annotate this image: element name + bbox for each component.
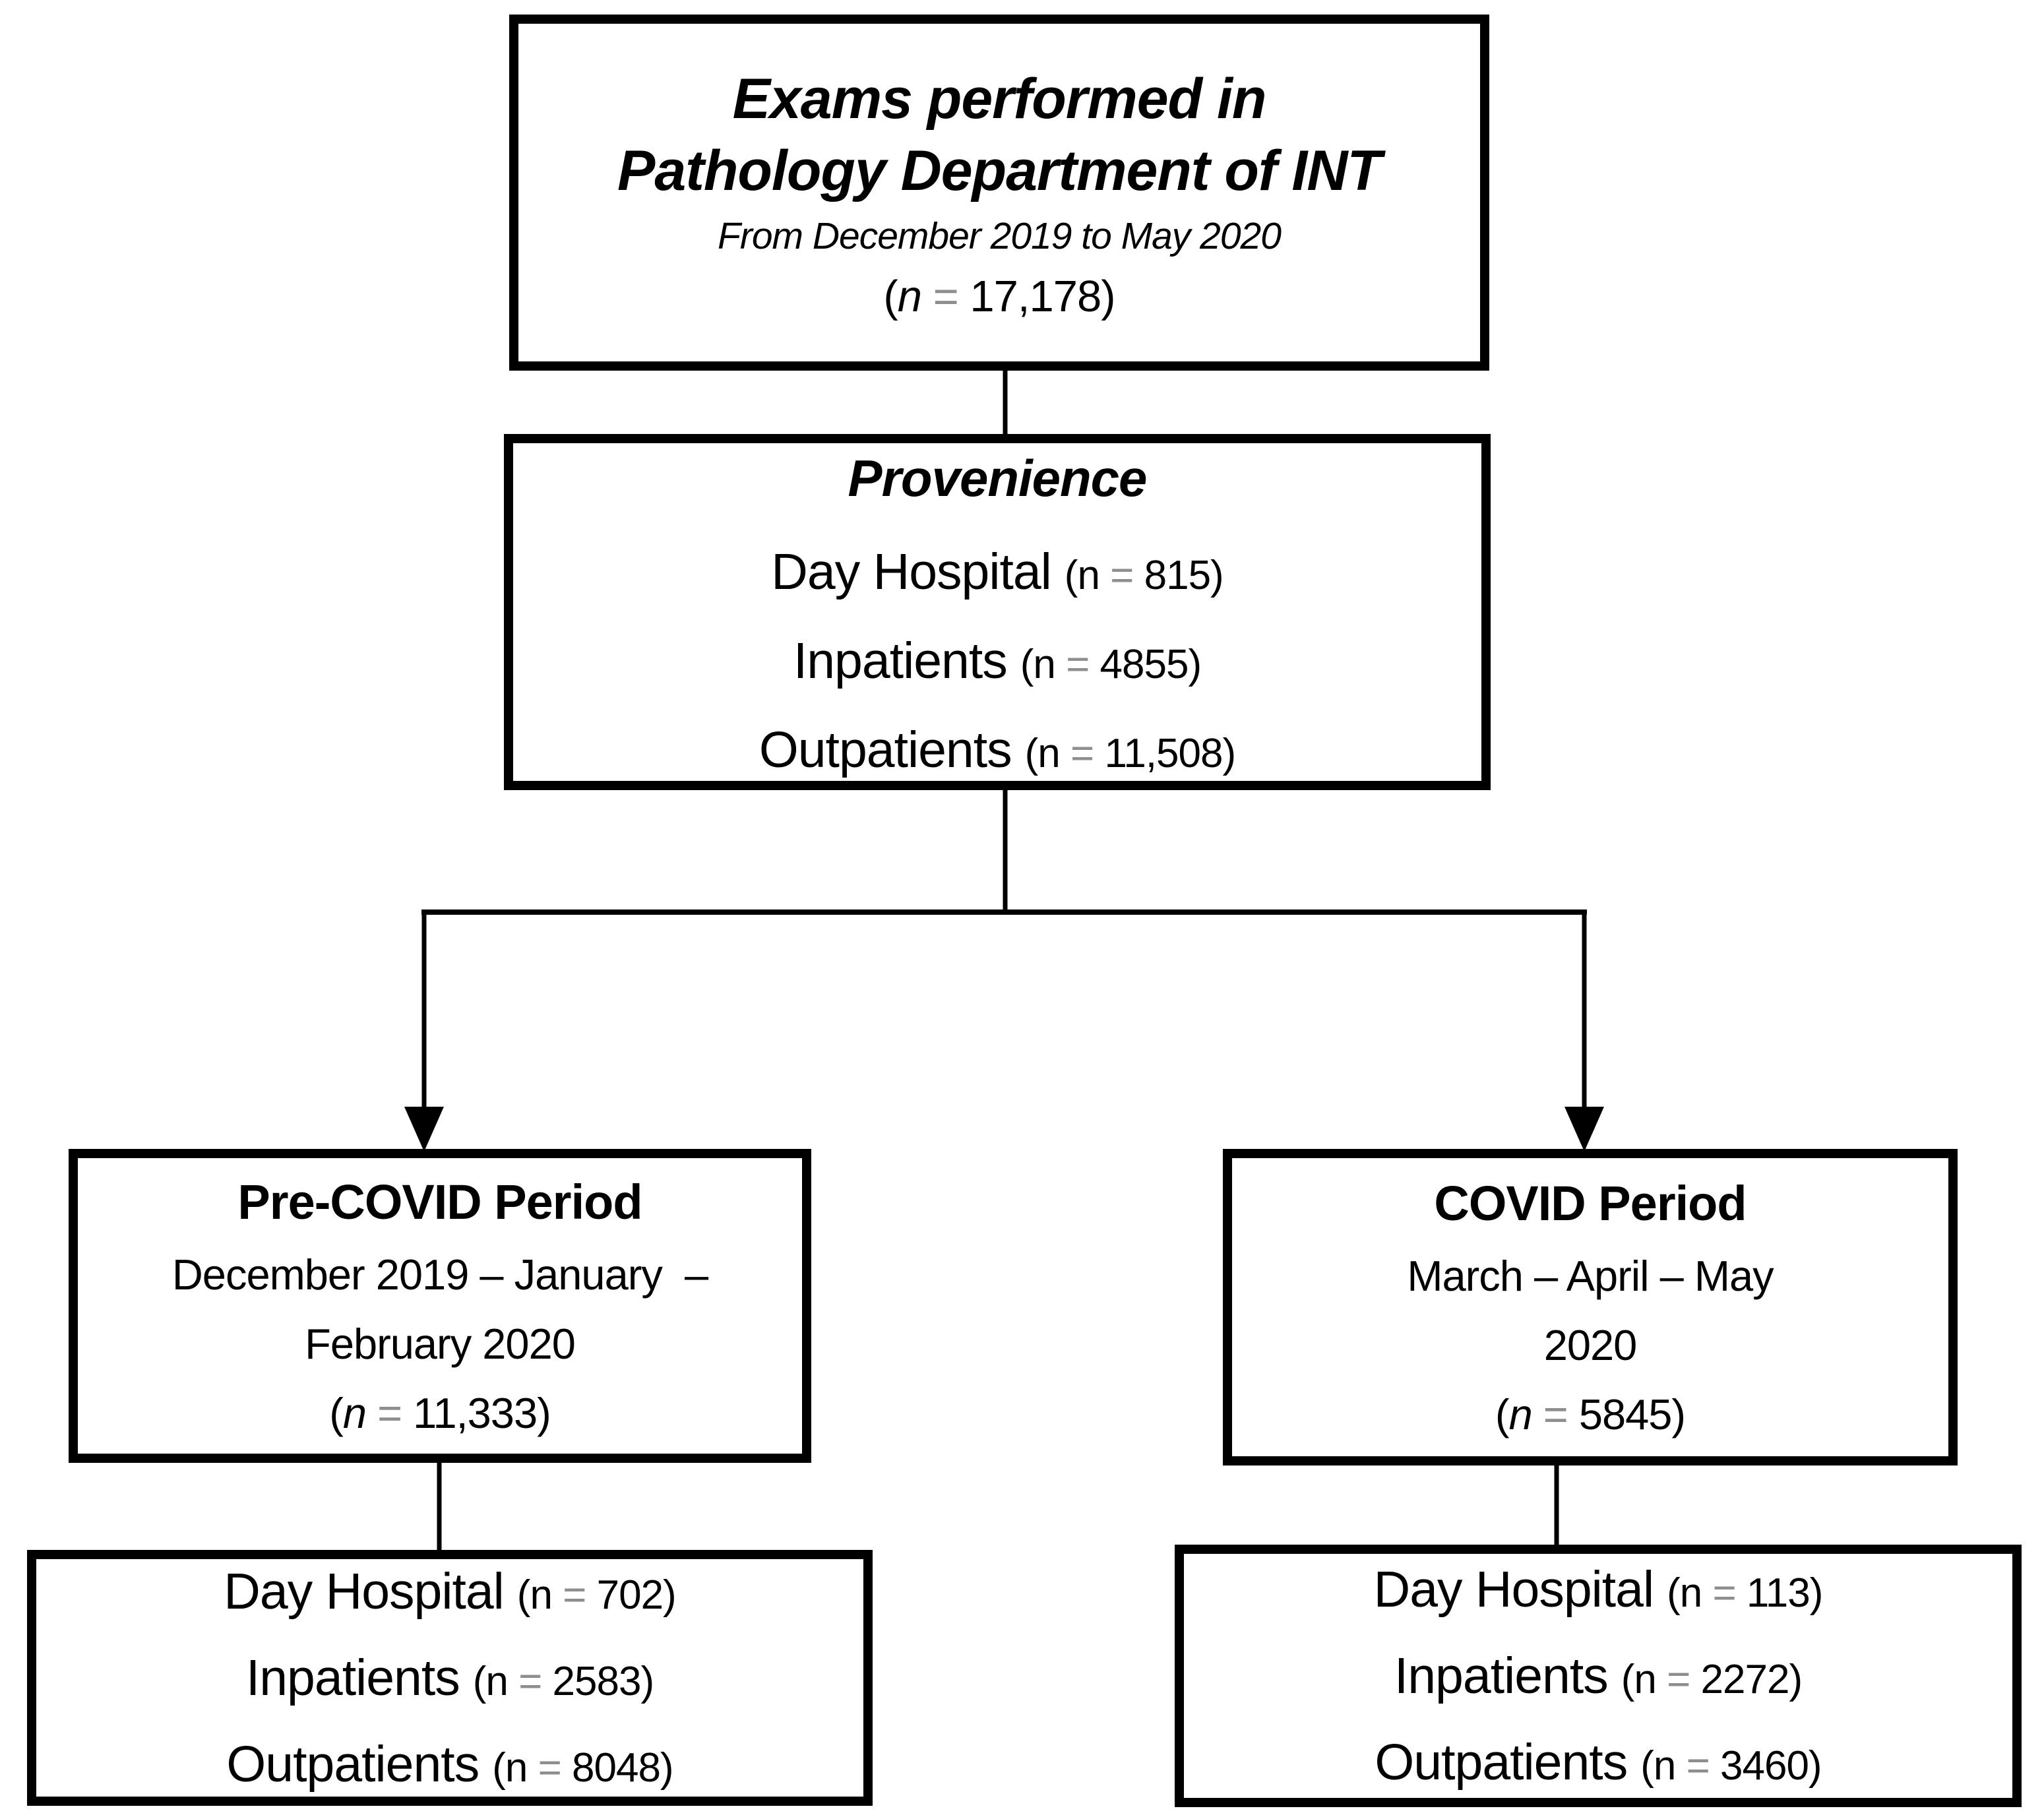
category-label: Day Hospital [771, 543, 1052, 600]
category-label: Inpatients [793, 632, 1008, 689]
category-count: (n = 2583) [472, 1658, 654, 1704]
covid-breakdown-box: Day Hospital (n = 113) Inpatients (n = 227… [1175, 1545, 2022, 1807]
right-arrowhead-icon [1564, 1107, 1604, 1152]
covid-period-line2: 2020 [1543, 1321, 1638, 1369]
pre-covid-period-line2: February 2020 [305, 1320, 576, 1368]
category-count: (n = 11,508) [1024, 731, 1236, 776]
covid-row-inpatients: Inpatients (n = 2272) [1394, 1647, 1803, 1704]
exams-date-range: From December 2019 to May 2020 [718, 214, 1282, 257]
covid-period-box: COVID Period March – April – May 2020 (n… [1223, 1149, 1958, 1465]
category-label: Outpatients [1375, 1733, 1628, 1791]
provenience-row-day-hospital: Day Hospital(n = 815) [771, 547, 1223, 598]
exams-total-count: (n = 17,178) [883, 271, 1115, 321]
pre-covid-row-outpatients: Outpatients(n = 8048) [226, 1739, 673, 1790]
pre-covid-period-line1: December 2019 – January – [171, 1250, 708, 1299]
covid-period-line1: March – April – May [1407, 1252, 1774, 1300]
covid-count: (n = 5845) [1495, 1390, 1686, 1438]
category-count: (n = 113) [1667, 1570, 1823, 1616]
category-count: (n = 702) [516, 1572, 677, 1618]
category-label: Day Hospital [224, 1562, 505, 1620]
category-count: (n = 8048) [492, 1744, 673, 1791]
pre-covid-count: (n = 11,333) [329, 1389, 551, 1437]
pre-covid-period-box: Pre-COVID Period December 2019 – January… [69, 1149, 811, 1463]
category-count: (n = 3460) [1640, 1742, 1822, 1789]
category-label: Inpatients [245, 1649, 460, 1706]
category-label: Outpatients [226, 1735, 480, 1793]
covid-row-outpatients: Outpatients (n = 3460) [1375, 1733, 1822, 1791]
category-count: (n = 4855) [1020, 642, 1202, 687]
provenience-box: Provenience Day Hospital(n = 815) Inpati… [504, 434, 1491, 790]
covid-heading: COVID Period [1434, 1176, 1747, 1231]
category-label: Day Hospital [1373, 1560, 1655, 1618]
category-count: (n = 2272) [1621, 1656, 1803, 1702]
left-arrowhead-icon [404, 1107, 444, 1152]
pre-covid-breakdown-box: Day Hospital(n = 702) Inpatients (n = 258… [27, 1550, 873, 1806]
category-count: (n = 815) [1064, 553, 1224, 598]
pre-covid-heading: Pre-COVID Period [237, 1175, 642, 1229]
exams-title-line2: Pathology Department of INT [617, 139, 1382, 202]
pre-covid-row-day-hospital: Day Hospital(n = 702) [224, 1562, 677, 1620]
exams-total-box: Exams performed in Pathology Department … [509, 15, 1489, 371]
provenience-row-inpatients: Inpatients(n = 4855) [793, 636, 1202, 687]
category-label: Inpatients [1394, 1647, 1609, 1704]
category-label: Outpatients [759, 722, 1012, 778]
exams-title-line1: Exams performed in [732, 67, 1267, 131]
covid-row-day-hospital: Day Hospital (n = 113) [1373, 1560, 1824, 1618]
pre-covid-row-inpatients: Inpatients (n = 2583) [246, 1652, 654, 1704]
provenience-row-outpatients: Outpatients (n = 11,508) [759, 722, 1236, 778]
provenience-heading: Provenience [848, 449, 1148, 507]
